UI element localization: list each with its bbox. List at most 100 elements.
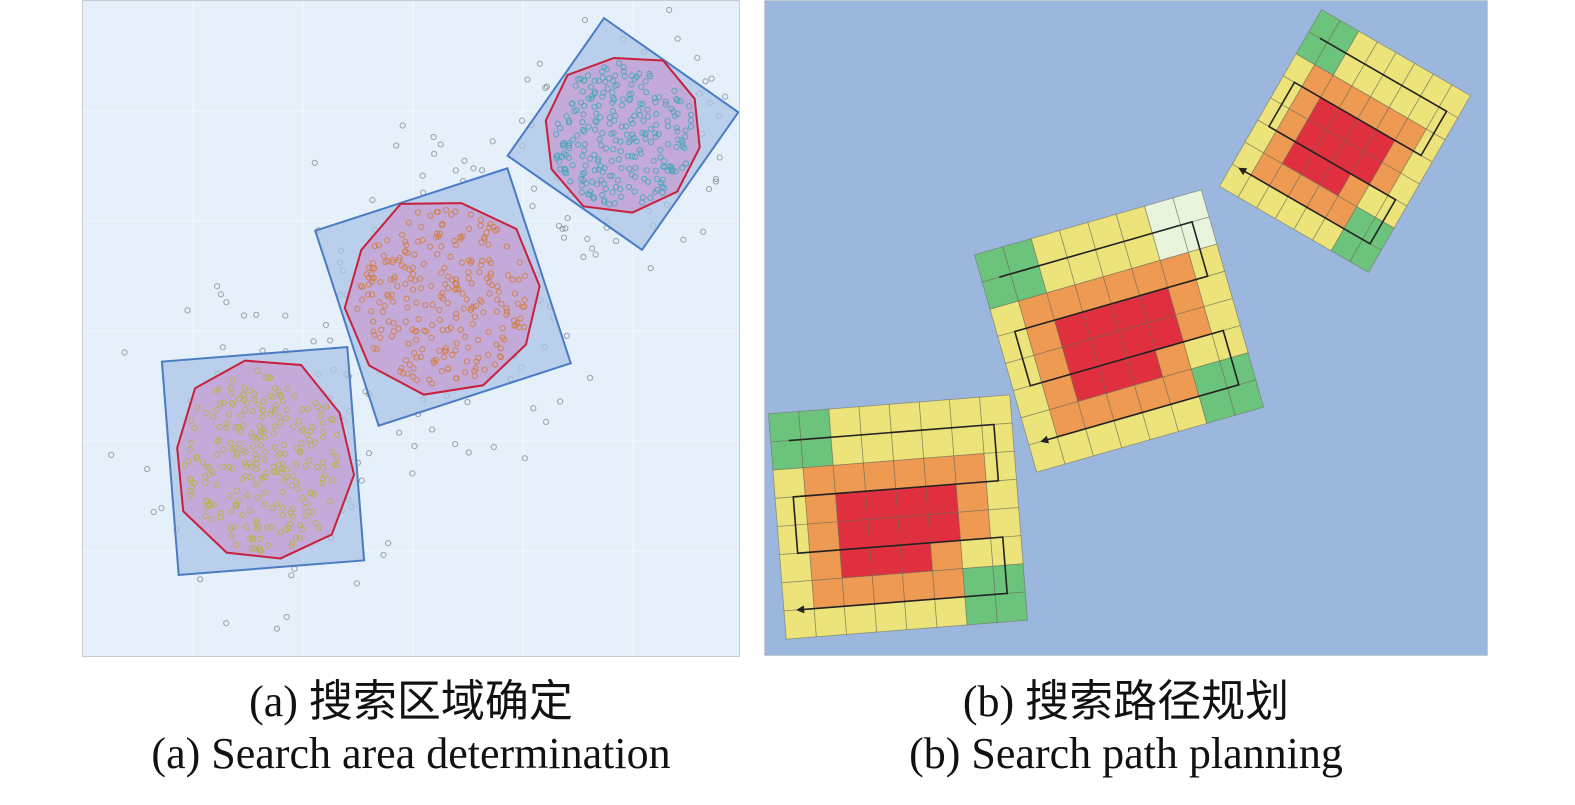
cluster-point (465, 275, 472, 282)
cluster-point (235, 424, 242, 431)
outlier-point (396, 429, 403, 436)
grid-cell (923, 455, 957, 487)
grid-cell (1349, 238, 1382, 273)
cluster-point (687, 111, 695, 118)
outlier-point (150, 508, 157, 516)
grid-cell (774, 495, 808, 527)
cluster-point (283, 466, 290, 473)
cluster-point (259, 413, 266, 420)
grid-cell (934, 596, 968, 628)
cluster-point (445, 273, 452, 280)
search-path (1243, 37, 1448, 245)
cluster-point (407, 275, 414, 282)
outlier-point (592, 251, 599, 258)
cluster-point (631, 188, 638, 195)
cluster-point (323, 403, 330, 410)
cluster-point (328, 449, 336, 456)
cluster-point (411, 251, 418, 258)
cluster-point (636, 112, 644, 119)
cluster-point (453, 340, 460, 347)
cluster-point (312, 519, 319, 526)
cluster-point (610, 146, 617, 153)
cluster-point (308, 442, 315, 449)
cluster-point (566, 140, 573, 147)
cluster-point (480, 309, 487, 316)
outlier-point (213, 283, 221, 290)
search-path-plot (765, 1, 1487, 655)
cluster-point (625, 183, 633, 191)
search-grid-2 (973, 189, 1265, 473)
cluster-point (656, 94, 663, 101)
cluster-point (298, 440, 305, 447)
cluster-point (516, 259, 523, 266)
cluster-point (585, 123, 592, 130)
cluster-point (499, 325, 506, 332)
cluster-point (587, 188, 594, 195)
cluster-point (376, 298, 383, 306)
outlier-point (702, 78, 709, 85)
cluster-point (369, 264, 376, 271)
cluster-point (673, 143, 680, 151)
cluster-point (521, 272, 529, 280)
cluster-point (521, 296, 528, 303)
cluster-point (225, 411, 233, 418)
cluster-point (404, 370, 411, 377)
grid-cell (768, 411, 802, 443)
cluster-point (249, 408, 256, 415)
cluster-point (419, 346, 426, 353)
cluster-point (228, 508, 235, 515)
cluster-point (421, 327, 428, 334)
cluster-point (241, 384, 248, 391)
cluster-point (679, 140, 686, 147)
cluster-point (472, 365, 479, 372)
cluster-point (389, 256, 396, 264)
outlier-point (700, 228, 707, 235)
cluster-point (462, 369, 469, 376)
cluster-point (618, 123, 625, 130)
cluster-point (612, 82, 619, 90)
grid-cell (904, 598, 938, 631)
cluster-point (473, 358, 480, 365)
cluster-point (653, 110, 660, 118)
cluster-point (438, 368, 446, 375)
cluster-point (596, 136, 603, 143)
outlier-point (288, 572, 295, 579)
search-area-panel (82, 0, 758, 657)
outlier-point (219, 344, 226, 351)
outlier-point (353, 580, 360, 587)
cluster-point (358, 283, 366, 290)
cluster-point (261, 501, 268, 508)
cluster-point (252, 465, 260, 473)
cluster-point (404, 304, 411, 311)
cluster-point (597, 162, 604, 169)
outlier-point (518, 117, 526, 124)
cluster-point (383, 237, 391, 244)
cluster-point (239, 511, 246, 518)
grid-cell (953, 453, 987, 485)
cluster-point (611, 117, 618, 124)
cluster-point (437, 293, 445, 300)
outlier-point (581, 16, 589, 24)
cluster-point (428, 334, 435, 341)
cluster-point (409, 264, 417, 271)
cluster-point (501, 336, 508, 343)
cluster-point (488, 281, 495, 288)
cluster-point (255, 401, 262, 408)
cluster-point (653, 175, 660, 182)
outlier-point (705, 186, 713, 193)
cluster-point (593, 118, 600, 126)
cluster-point (387, 276, 394, 283)
cluster-point (662, 101, 669, 108)
cluster-point (320, 459, 327, 466)
cluster-point (462, 333, 469, 340)
grid-cell (918, 399, 953, 431)
cluster-point (304, 431, 311, 439)
cluster-point (275, 461, 282, 469)
cluster-point (566, 119, 573, 126)
grid-cell (964, 593, 998, 626)
cluster-point (215, 437, 222, 444)
cluster-point (477, 222, 484, 229)
cluster-point (485, 241, 492, 248)
cluster-point (272, 402, 279, 409)
outlier-point (393, 142, 400, 149)
